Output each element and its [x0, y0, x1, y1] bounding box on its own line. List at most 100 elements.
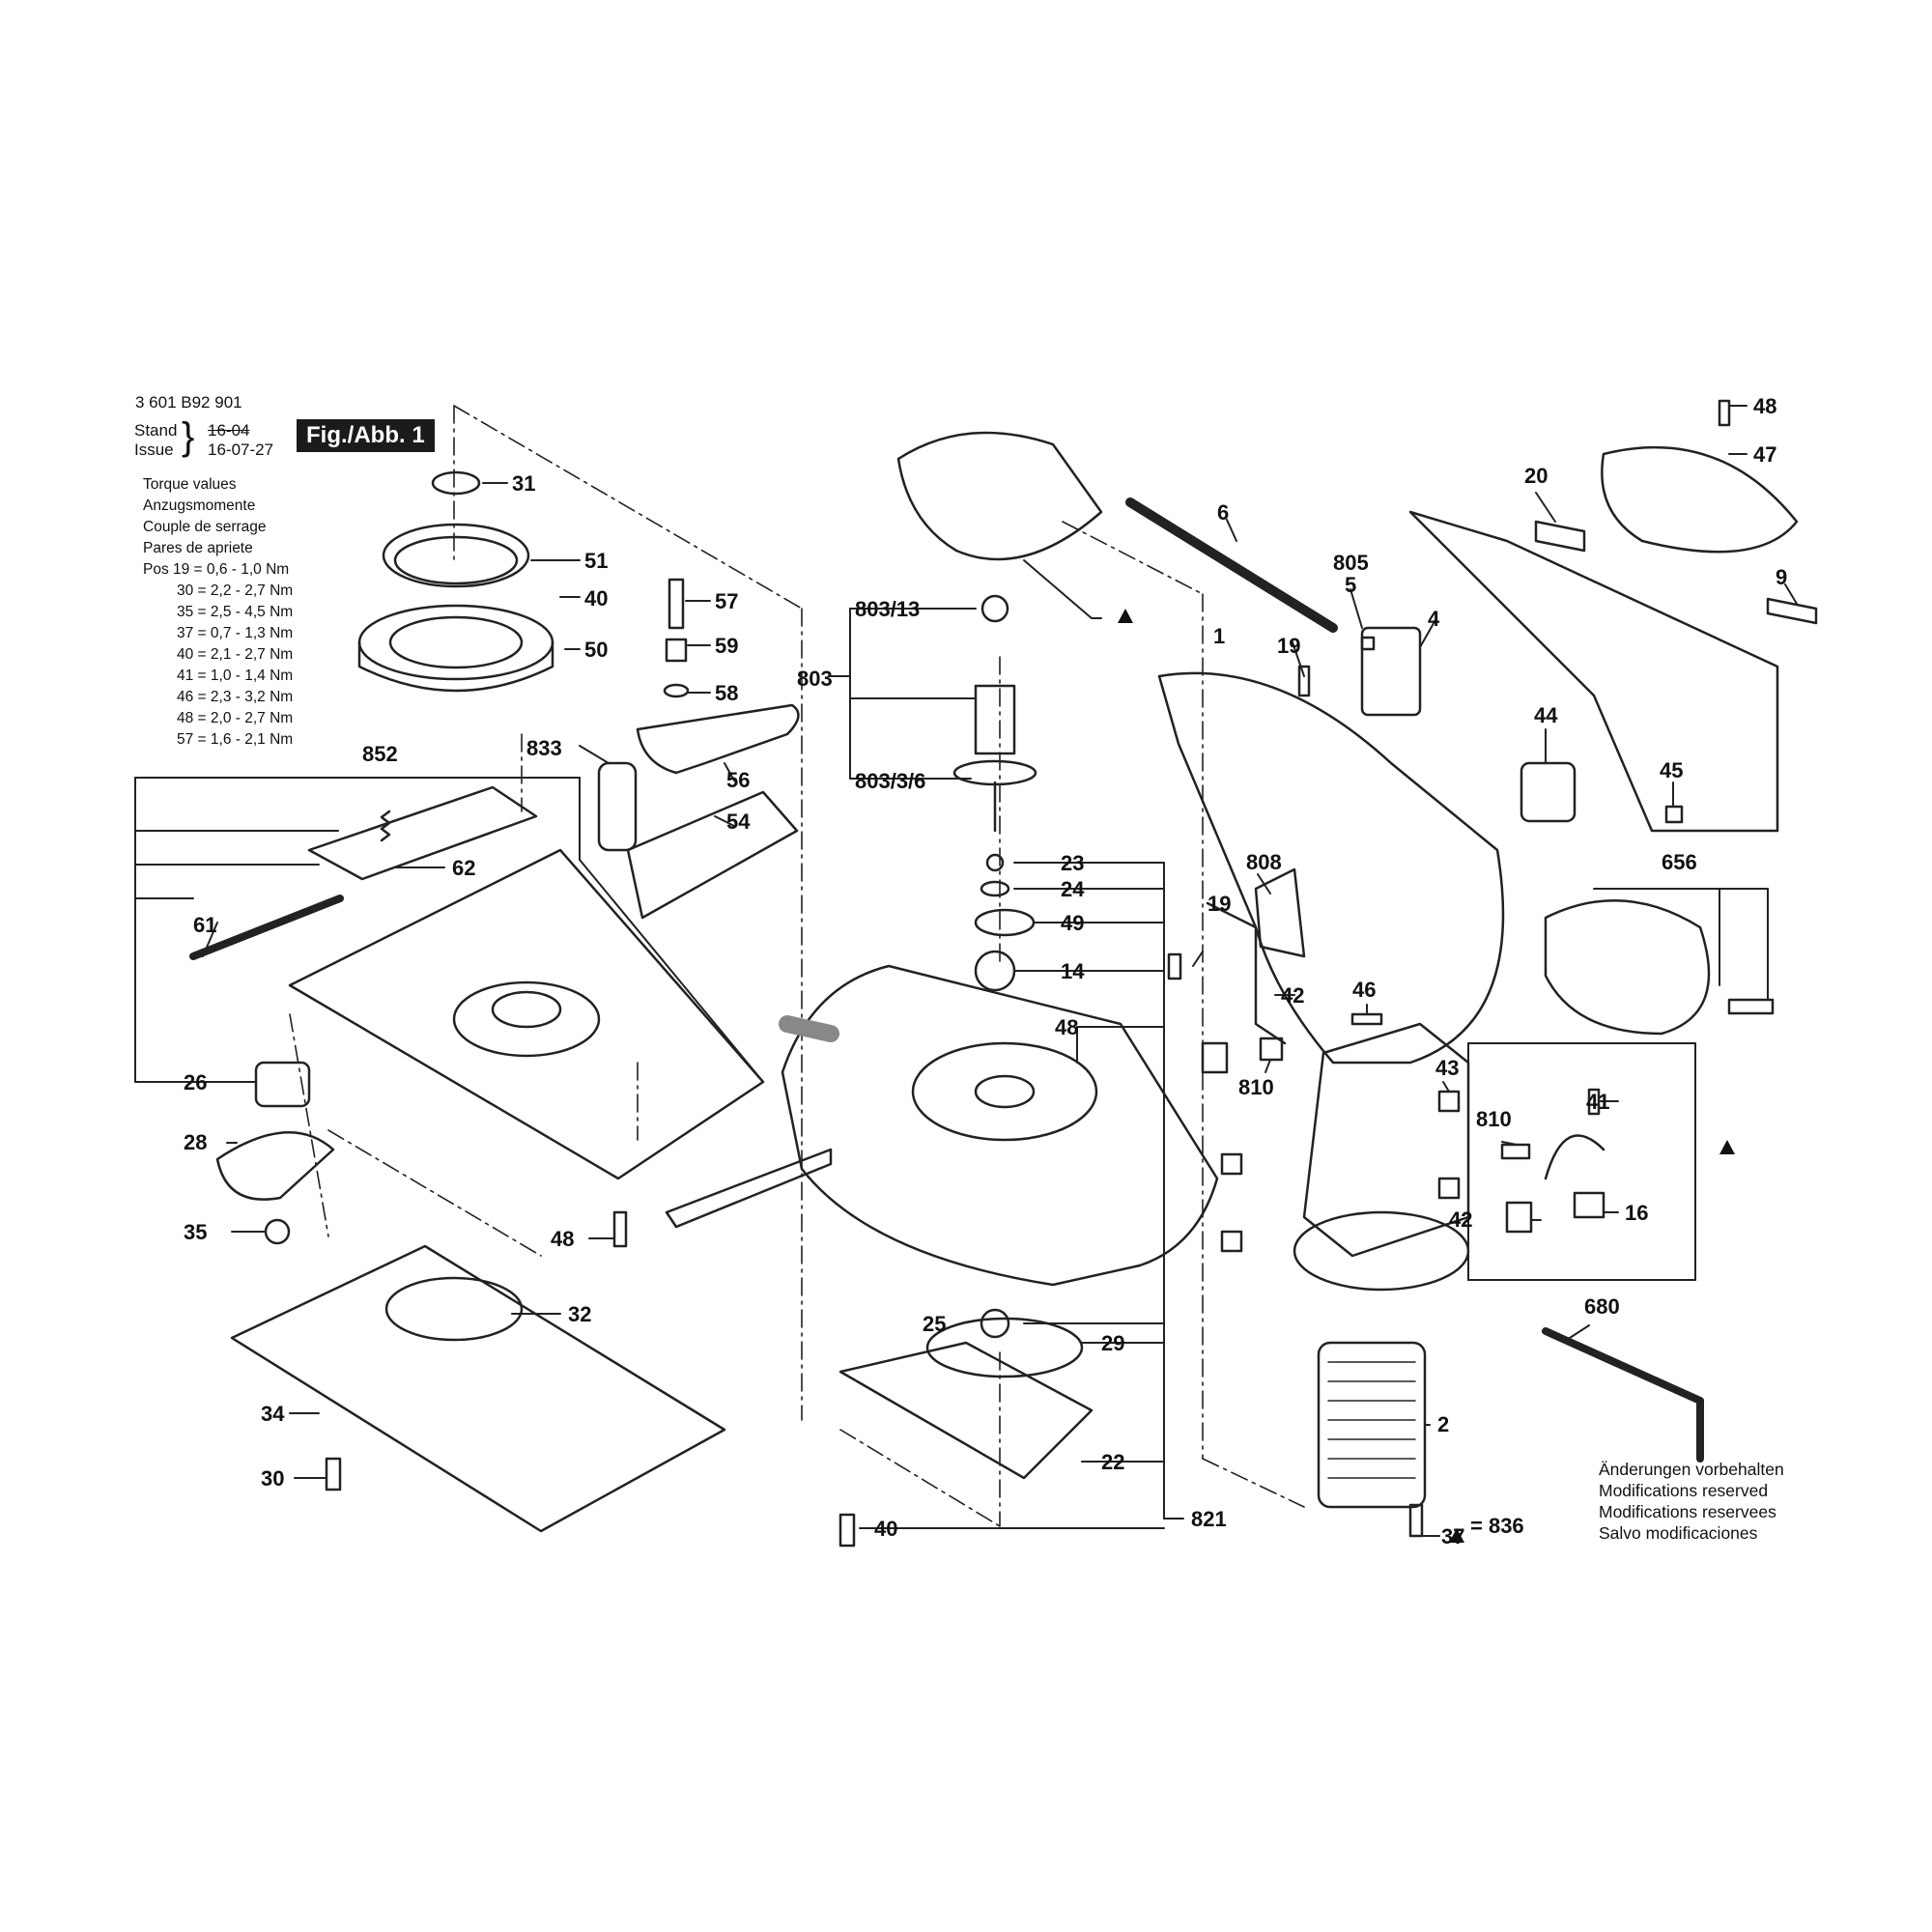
part-1-handle — [1157, 671, 1505, 1065]
t-piece — [665, 1148, 833, 1229]
part-label: 40 — [874, 1517, 898, 1541]
part-label: 808 — [1246, 850, 1282, 874]
part-label: 810 — [1238, 1075, 1274, 1099]
part-23 — [985, 853, 1005, 872]
part-852-lever — [307, 785, 538, 881]
part-label: 19 — [1208, 892, 1232, 916]
part-810-brush-a — [1259, 1037, 1284, 1062]
part-label: 22 — [1101, 1450, 1125, 1474]
part-label: 833 — [526, 736, 562, 760]
part-24 — [980, 880, 1010, 897]
part-label: 25 — [923, 1312, 947, 1336]
part-34-sanding-plate — [230, 1244, 726, 1533]
part-label: 20 — [1524, 464, 1548, 488]
torque-row-7: 46 = 2,3 - 3,2 Nm — [177, 689, 294, 705]
part-label: 16 — [1625, 1201, 1649, 1225]
torque-row-3: 35 = 2,5 - 4,5 Nm — [177, 604, 294, 620]
part-label: 43 — [1435, 1056, 1460, 1080]
part-label: 51 — [584, 549, 609, 573]
note-line-3: Modifications reservees — [1599, 1502, 1776, 1521]
torque-title-4: Pares de apriete — [143, 540, 253, 556]
part-26-bearing — [254, 1061, 311, 1108]
part-30-screw — [325, 1457, 342, 1492]
part-808-label — [1254, 867, 1306, 958]
part-label: 57 — [715, 589, 739, 613]
part-49 — [974, 908, 1036, 937]
part-label: 48 — [551, 1227, 575, 1251]
part-label: 24 — [1061, 877, 1085, 901]
part-label: 37 — [1441, 1524, 1465, 1548]
part-47-cap — [1601, 445, 1799, 554]
part-32-ring — [384, 1276, 524, 1342]
part-44-knob — [1520, 761, 1577, 823]
part-14-bearing — [974, 950, 1016, 992]
figure-label: Fig./Abb. 1 — [297, 419, 435, 452]
part-label: 821 — [1191, 1507, 1227, 1531]
part-57-screw — [668, 578, 685, 630]
part-56-lever — [636, 703, 800, 775]
part-label: 30 — [261, 1466, 285, 1491]
part-label: 45 — [1660, 758, 1684, 782]
part-810-brush-b — [1500, 1143, 1531, 1160]
part-833 — [597, 761, 638, 852]
part-label: 62 — [452, 856, 476, 880]
old-date: 16-04 — [208, 421, 250, 440]
part-43-brush — [1437, 1090, 1461, 1113]
torque-row-2: 30 = 2,2 - 2,7 Nm — [177, 582, 294, 599]
part-37-screw — [1408, 1503, 1424, 1538]
part-label: 48 — [1753, 394, 1777, 418]
part-label: 29 — [1101, 1331, 1125, 1355]
torque-row-9: 57 = 1,6 - 2,1 Nm — [177, 731, 294, 748]
part-label: 49 — [1061, 911, 1085, 935]
part-label: 54 — [726, 810, 751, 834]
part-label: 47 — [1753, 442, 1777, 467]
part-656-screw — [1727, 998, 1775, 1015]
part-label: 656 — [1662, 850, 1697, 874]
part-label: 44 — [1534, 703, 1558, 727]
part-803-3-6-armature — [974, 684, 1016, 755]
part-label: 803 — [797, 667, 833, 691]
part-label: 56 — [726, 768, 751, 792]
part-29-fan — [925, 1317, 1084, 1378]
part-label: 803/13 — [855, 597, 921, 621]
part-19-screw-a — [1297, 665, 1311, 697]
part-22-guard — [838, 1341, 1094, 1480]
part-label: 32 — [568, 1302, 592, 1326]
part-label: 34 — [261, 1402, 285, 1426]
modifications-note: Änderungen vorbehalten Modifications res… — [1599, 1459, 1784, 1544]
part-label: 6 — [1217, 500, 1230, 525]
part-label: 28 — [184, 1130, 208, 1154]
issue-label: Issue — [134, 440, 174, 459]
rear-housing — [1408, 510, 1779, 833]
part-48-screw-a — [612, 1210, 628, 1248]
torque-row-8: 48 = 2,0 - 2,7 Nm — [177, 710, 294, 726]
torque-row-5: 40 = 2,1 - 2,7 Nm — [177, 646, 294, 663]
part-label: 1 — [1213, 624, 1226, 648]
brace-glyph: } — [182, 415, 195, 458]
triangle-key-marker — [1449, 1528, 1464, 1543]
part-label: 59 — [715, 634, 739, 658]
part-label: 9 — [1776, 565, 1788, 589]
part-2-field-coil — [1317, 1341, 1427, 1509]
part-label: 810 — [1476, 1107, 1512, 1131]
part-59-bush — [665, 638, 688, 663]
main-housing — [781, 964, 1219, 1287]
part-803-13-bearing — [980, 594, 1009, 623]
part-label: 26 — [184, 1070, 208, 1094]
part-label: 48 — [1055, 1015, 1079, 1039]
part-61-pin — [189, 895, 344, 960]
part-label: 4 — [1428, 607, 1440, 631]
part-label: 805 — [1333, 551, 1369, 575]
part-label: 14 — [1061, 959, 1085, 983]
part-62-spring — [380, 810, 391, 842]
part-label: 58 — [715, 681, 739, 705]
part-5 — [1360, 636, 1376, 651]
stand-label: Stand — [134, 421, 178, 440]
torque-title-3: Couple de serrage — [143, 519, 267, 535]
part-31-ring — [431, 470, 481, 496]
part-35-nut — [264, 1218, 291, 1245]
part-label: 42 — [1449, 1208, 1473, 1232]
part-label: 680 — [1584, 1294, 1620, 1319]
part-label: 35 — [184, 1220, 208, 1244]
